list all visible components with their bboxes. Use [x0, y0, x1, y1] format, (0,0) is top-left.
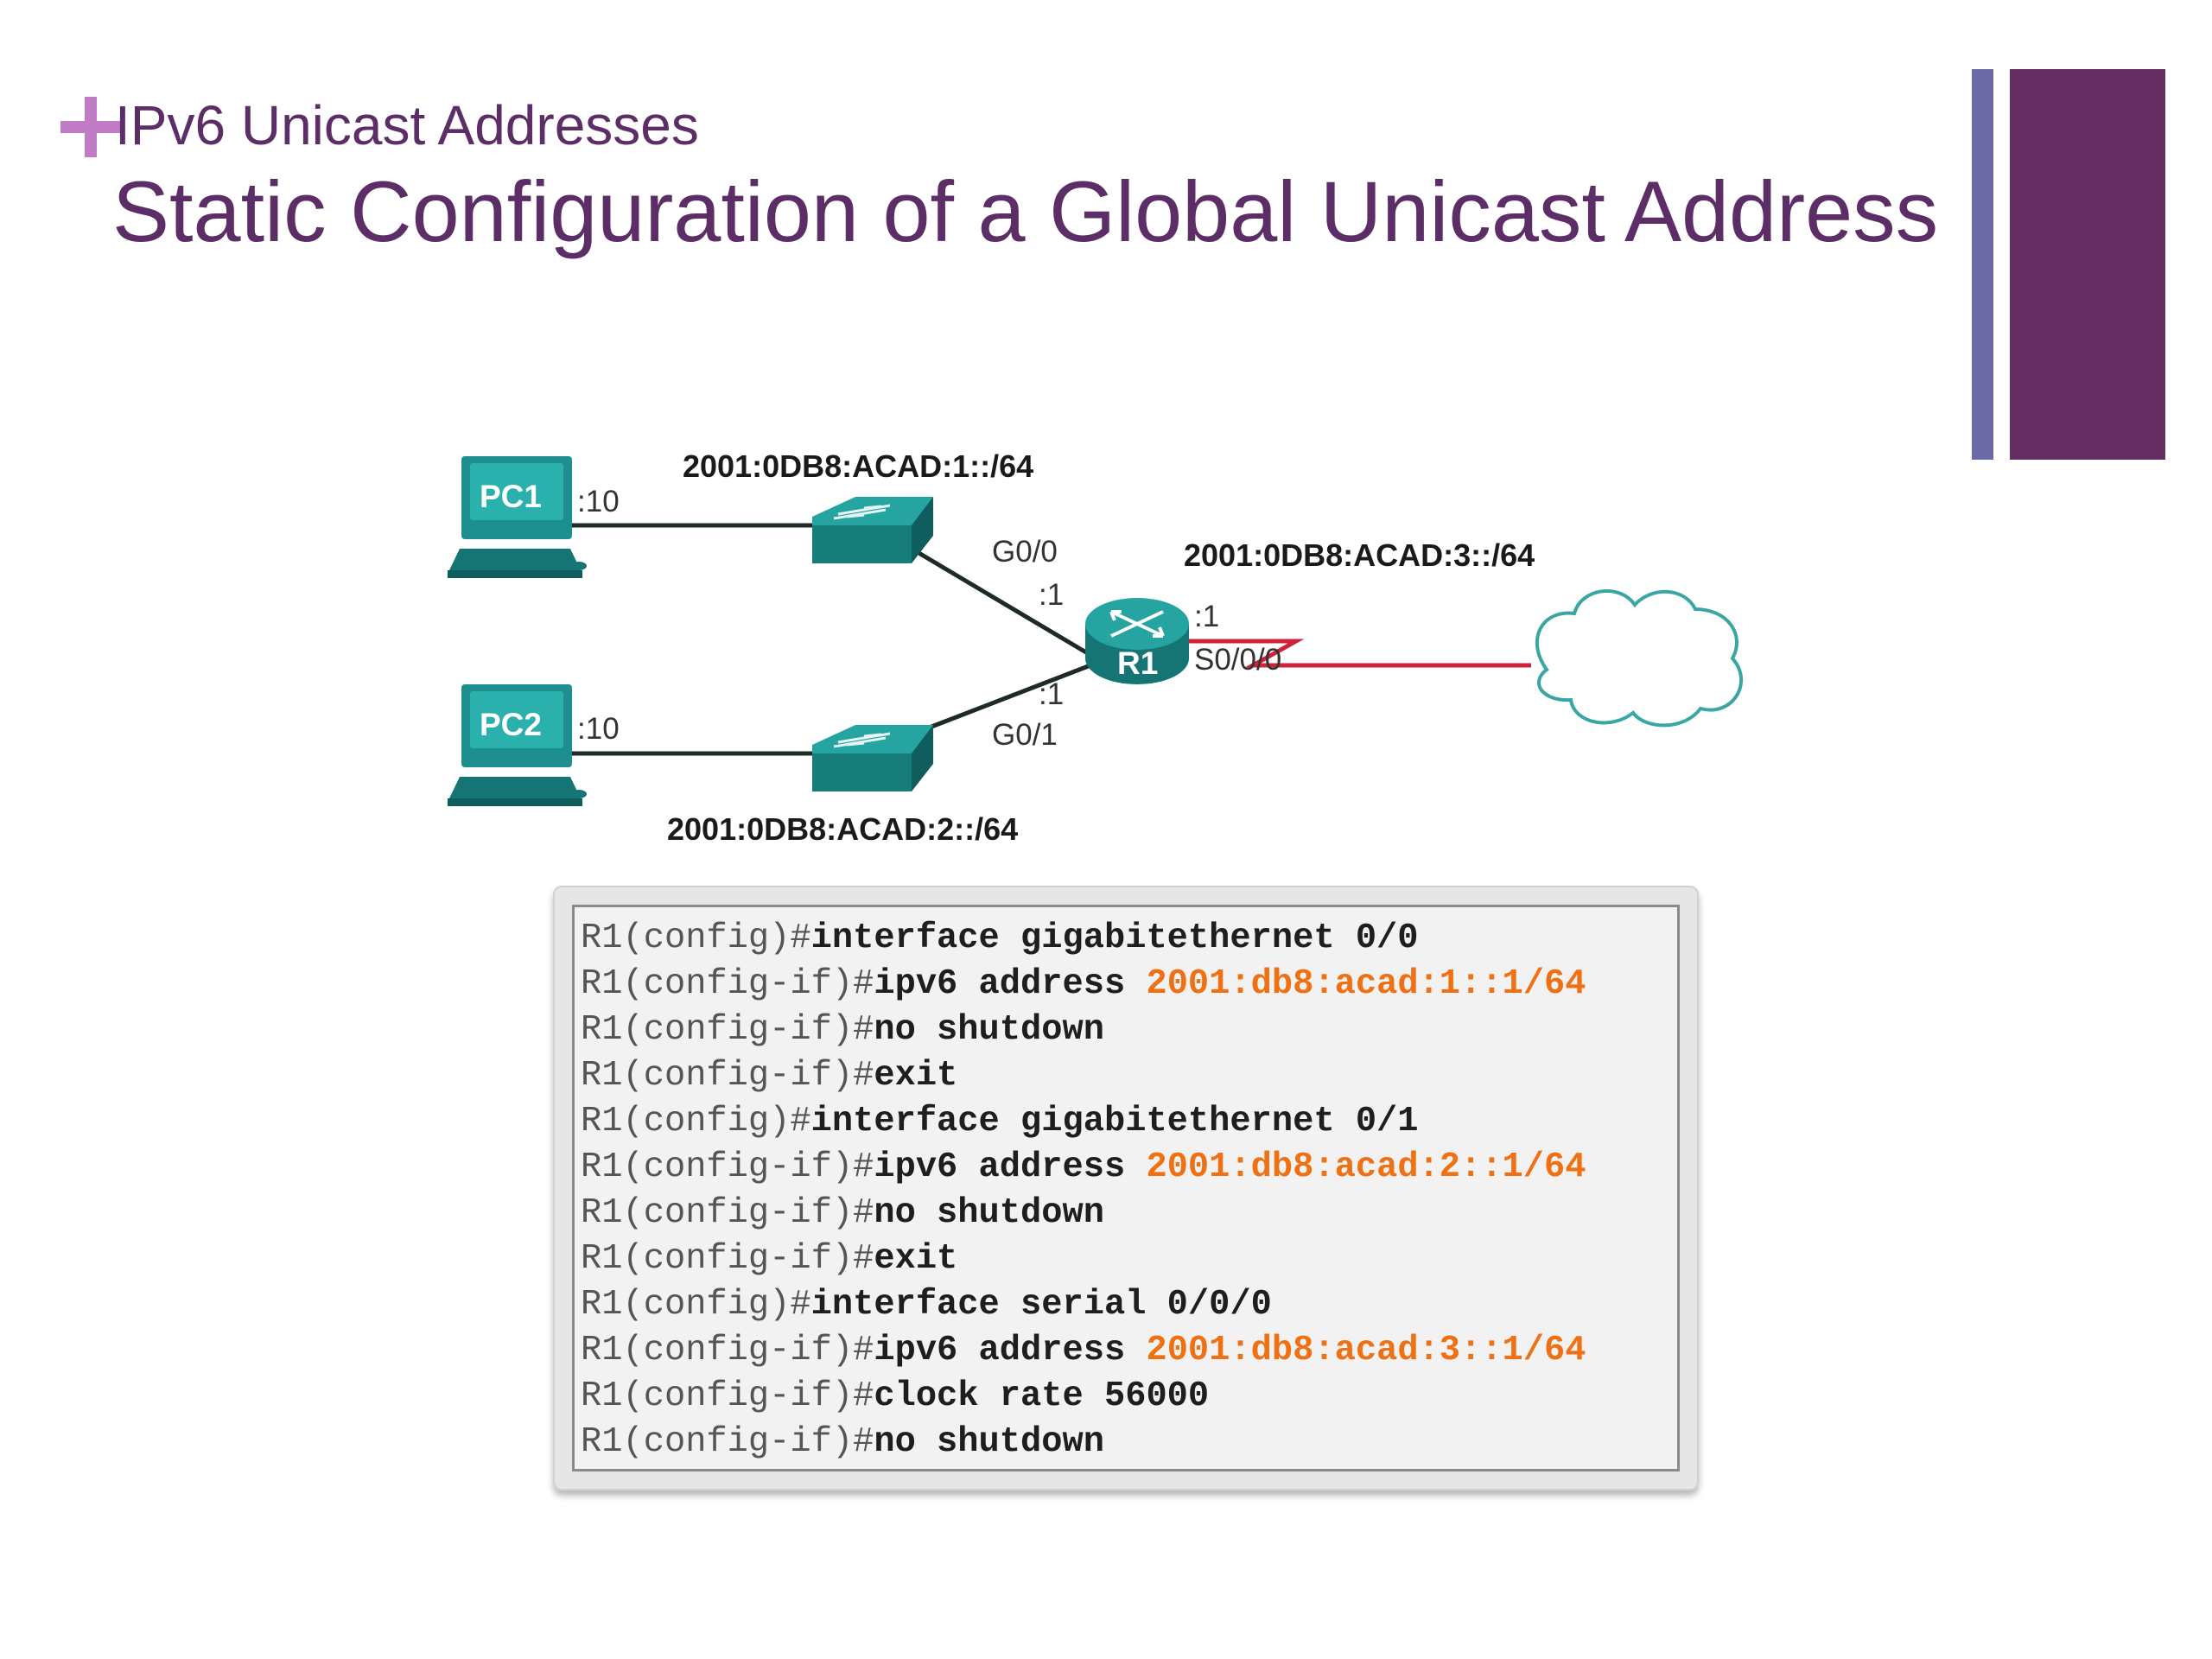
pc1-label: PC1	[480, 479, 542, 514]
cli-command: ipv6 address	[874, 1147, 1147, 1187]
cli-command: exit	[874, 1239, 958, 1279]
slide-title: Static Configuration of a Global Unicast…	[112, 163, 1939, 259]
g00-host: :1	[1039, 578, 1064, 612]
cli-line: R1(config-if)#no shutdown	[581, 1191, 1677, 1236]
s000-label: S0/0/0	[1194, 643, 1281, 677]
cli-prompt: R1(config)#	[581, 1285, 811, 1325]
network-topology: PC1 PC2	[448, 448, 1743, 847]
cloud-icon	[1535, 589, 1743, 728]
router-r1[interactable]: R1	[1085, 598, 1189, 684]
accent-bar-thin	[1972, 69, 1993, 460]
cli-prompt: R1(config-if)#	[581, 1056, 874, 1096]
pc-icon	[448, 456, 587, 578]
cli-prompt: R1(config-if)#	[581, 1239, 874, 1279]
cli-argument: 2001:db8:acad:2::1/64	[1146, 1147, 1586, 1187]
pc2-label: PC2	[480, 707, 542, 742]
link-switch2-r1	[915, 663, 1091, 735]
switch-icon[interactable]	[812, 725, 933, 791]
cli-line: R1(config-if)#clock rate 56000	[581, 1374, 1677, 1420]
pc2[interactable]: PC2	[448, 684, 587, 806]
cli-prompt: R1(config-if)#	[581, 1193, 874, 1233]
serial-link-icon	[1158, 639, 1531, 668]
cli-line: R1(config-if)#ipv6 address 2001:db8:acad…	[581, 1145, 1677, 1191]
cli-argument: 2001:db8:acad:3::1/64	[1146, 1331, 1586, 1370]
cli-command: clock rate 56000	[874, 1376, 1210, 1416]
cli-line: R1(config-if)#no shutdown	[581, 1420, 1677, 1465]
cli-prompt: R1(config-if)#	[581, 1331, 874, 1370]
cli-command: no shutdown	[874, 1193, 1104, 1233]
cli-line: R1(config-if)#ipv6 address 2001:db8:acad…	[581, 1328, 1677, 1374]
router-label: R1	[1117, 645, 1158, 681]
cli-command: exit	[874, 1056, 958, 1096]
cli-prompt: R1(config-if)#	[581, 1422, 874, 1462]
link-switch1-r1	[910, 546, 1092, 658]
cli-panel: R1(config)#interface gigabitethernet 0/0…	[553, 886, 1699, 1491]
plus-icon	[60, 97, 121, 157]
s000-host: :1	[1194, 600, 1219, 633]
cli-prompt: R1(config-if)#	[581, 1376, 874, 1416]
g01-label: G0/1	[992, 718, 1058, 752]
cli-line: R1(config-if)#no shutdown	[581, 1007, 1677, 1053]
g01-host: :1	[1039, 677, 1064, 711]
cli-command: no shutdown	[874, 1010, 1104, 1050]
ethernet-links	[562, 523, 1092, 756]
pc-icon	[448, 684, 587, 806]
pc1-host-id: :10	[577, 485, 620, 518]
wan-prefix: 2001:0DB8:ACAD:3::/64	[1184, 537, 1535, 573]
cli-command: ipv6 address	[874, 964, 1147, 1004]
cli-line: R1(config-if)#exit	[581, 1053, 1677, 1099]
cli-line: R1(config-if)#ipv6 address 2001:db8:acad…	[581, 962, 1677, 1007]
lan2-prefix: 2001:0DB8:ACAD:2::/64	[667, 811, 1018, 847]
cli-prompt: R1(config-if)#	[581, 1147, 874, 1187]
accent-bar-wide	[2010, 69, 2165, 460]
cli-command: interface gigabitethernet 0/0	[810, 918, 1419, 958]
cli-command: ipv6 address	[874, 1331, 1147, 1370]
pc1[interactable]: PC1	[448, 456, 587, 578]
cli-prompt: R1(config)#	[581, 1102, 811, 1141]
slide-subtitle: IPv6 Unicast Addresses	[115, 94, 699, 156]
cli-command: interface gigabitethernet 0/1	[810, 1102, 1419, 1141]
cli-command: interface serial 0/0/0	[810, 1285, 1272, 1325]
router-icon	[1085, 598, 1189, 684]
cli-line: R1(config)#interface serial 0/0/0	[581, 1282, 1677, 1328]
cli-prompt: R1(config-if)#	[581, 964, 874, 1004]
cli-argument: 2001:db8:acad:1::1/64	[1146, 964, 1586, 1004]
switch-icon[interactable]	[812, 497, 933, 563]
cli-prompt: R1(config-if)#	[581, 1010, 874, 1050]
cli-prompt: R1(config)#	[581, 918, 811, 958]
cli-command: no shutdown	[874, 1422, 1104, 1462]
g00-label: G0/0	[992, 535, 1058, 569]
lan1-prefix: 2001:0DB8:ACAD:1::/64	[683, 448, 1033, 484]
cli-line: R1(config)#interface gigabitethernet 0/0	[581, 916, 1677, 962]
cli-output: R1(config)#interface gigabitethernet 0/0…	[572, 905, 1680, 1471]
pc2-host-id: :10	[577, 712, 620, 746]
cli-line: R1(config)#interface gigabitethernet 0/1	[581, 1099, 1677, 1145]
cli-line: R1(config-if)#exit	[581, 1236, 1677, 1282]
